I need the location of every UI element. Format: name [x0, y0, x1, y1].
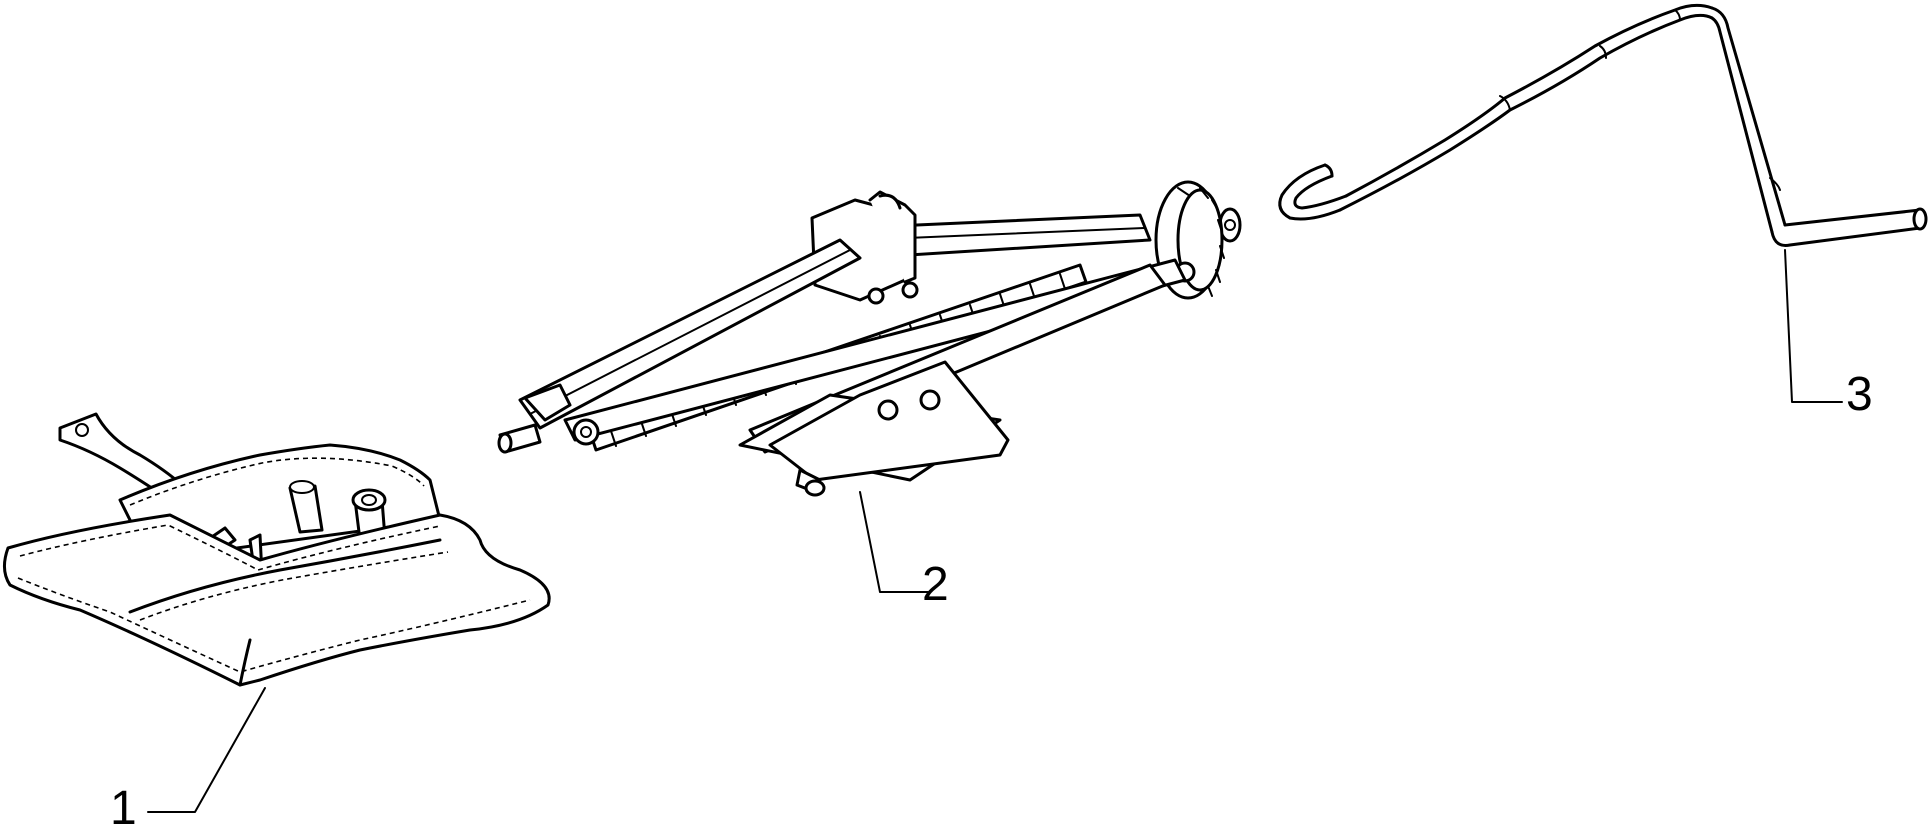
- callout-3: 3: [1846, 368, 1873, 421]
- callout-1: 1: [110, 782, 137, 824]
- tool-bag-drawing: [3, 412, 551, 687]
- jack-crank-handle-drawing: [1278, 3, 1928, 247]
- leader-line-3: [1784, 249, 1843, 403]
- scissor-jack-drawing: [497, 180, 1242, 497]
- leader-line-1: [147, 687, 266, 813]
- callout-2: 2: [922, 558, 949, 611]
- leader-line-2: [859, 491, 929, 593]
